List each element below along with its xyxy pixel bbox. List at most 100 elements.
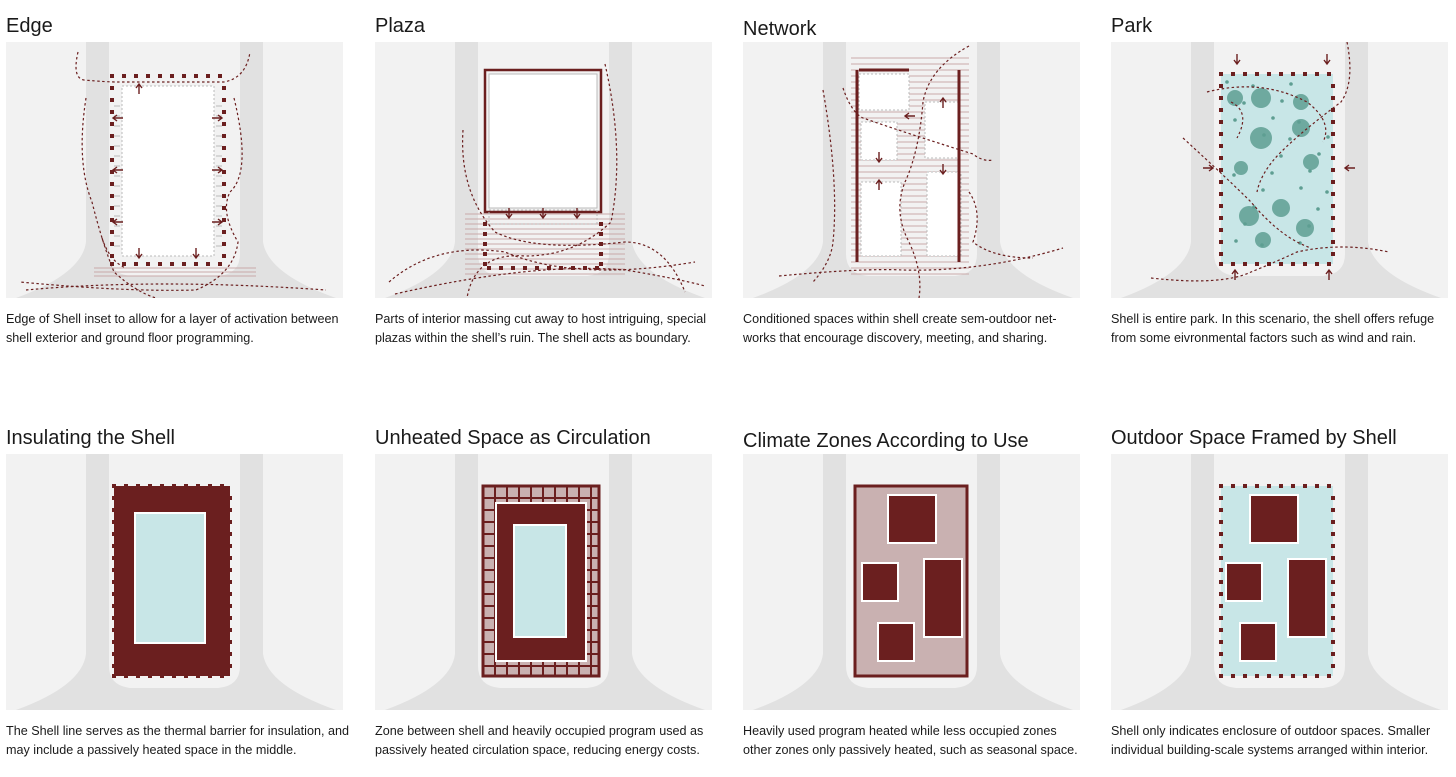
flow-arrow — [573, 208, 581, 220]
shell-column — [1219, 156, 1223, 160]
shell-column — [1291, 72, 1295, 76]
shell-column — [1331, 228, 1335, 232]
shell-column — [1219, 568, 1223, 572]
shell-column — [110, 242, 114, 246]
shell-column — [1267, 674, 1271, 678]
shrub-dot — [1307, 224, 1311, 228]
network-diagram — [753, 42, 1073, 298]
shrub-dot — [1233, 118, 1237, 122]
shell-column — [1219, 674, 1223, 678]
diagram-panel — [375, 454, 712, 710]
shell-column — [1327, 484, 1331, 488]
shrub-dot — [1299, 186, 1303, 190]
shell-column — [483, 222, 487, 226]
flow-arrow — [192, 248, 200, 260]
flow-arrow — [939, 164, 947, 176]
shell-column — [1315, 72, 1319, 76]
shell-column — [483, 262, 487, 266]
shell-column — [170, 74, 174, 78]
circulation-path — [388, 249, 696, 283]
shell-column — [110, 134, 114, 138]
circulation-path — [19, 97, 243, 291]
circulation-path — [101, 237, 127, 269]
shell-column — [1331, 544, 1335, 548]
shell-column — [571, 266, 575, 270]
shell-column — [1219, 592, 1223, 596]
shell-column — [535, 266, 539, 270]
shell-column — [222, 254, 226, 258]
shell-column — [1331, 144, 1335, 148]
edge-diagram — [16, 42, 336, 298]
shell-column — [110, 86, 114, 90]
shell-column — [110, 194, 114, 198]
shell-column — [1219, 520, 1223, 524]
shell-column — [1255, 262, 1259, 266]
shell-column — [1219, 496, 1223, 500]
shell-column — [1331, 640, 1335, 644]
shell-column — [1219, 532, 1223, 536]
shrub-dot — [1270, 171, 1274, 175]
diagram-panel — [743, 42, 1080, 298]
shrub-dot — [1242, 101, 1246, 105]
shell-column — [222, 86, 226, 90]
shell-column — [599, 242, 603, 246]
shell-column — [499, 266, 503, 270]
shell-column — [1219, 252, 1223, 256]
shell-column — [194, 262, 198, 266]
shell-column — [1331, 556, 1335, 560]
arrow-head — [875, 178, 883, 190]
shell-column — [1219, 262, 1223, 266]
shell-column — [1219, 544, 1223, 548]
shell-column — [222, 170, 226, 174]
shell-column — [599, 222, 603, 226]
shell-column — [1267, 484, 1271, 488]
circulation-path — [25, 283, 327, 291]
interior-mass — [121, 85, 215, 257]
shell-column — [483, 252, 487, 256]
shell-wall — [481, 484, 601, 678]
conditioned-room — [924, 101, 960, 159]
flow-arrow — [1343, 164, 1355, 172]
flow-arrow — [135, 248, 143, 260]
shell-column — [110, 158, 114, 162]
shell-column — [194, 74, 198, 78]
shell-column — [1219, 120, 1223, 124]
tree-canopy — [1227, 90, 1243, 106]
shell-column — [110, 230, 114, 234]
shell-column — [1219, 508, 1223, 512]
shell-column — [1219, 96, 1223, 100]
shell-column — [182, 74, 186, 78]
arrow-head — [939, 96, 947, 108]
plaza-diagram — [385, 42, 706, 298]
shell-column — [1279, 262, 1283, 266]
insulating-diagram — [16, 454, 336, 710]
diagram-caption: The Shell line serves as the thermal bar… — [6, 724, 350, 757]
shell-column — [110, 146, 114, 150]
flow-arrow — [939, 96, 947, 108]
circulation-path — [1150, 246, 1390, 282]
tree-canopy — [1251, 88, 1271, 108]
shell-column — [1315, 674, 1319, 678]
shell-column — [1219, 72, 1223, 76]
shell-column — [1219, 132, 1223, 136]
ground-footprint — [1121, 42, 1441, 298]
shell-column — [1219, 216, 1223, 220]
circulation-path — [1206, 86, 1327, 143]
conditioned-room — [858, 73, 910, 111]
shell-column — [599, 232, 603, 236]
flow-arrow — [875, 152, 883, 164]
flow-arrow — [539, 208, 547, 220]
diagram-title: Climate Zones According to Use — [743, 430, 1029, 452]
shell-column — [1331, 508, 1335, 512]
circulation-path — [842, 87, 994, 161]
shell-column — [1331, 108, 1335, 112]
shell-column — [1331, 168, 1335, 172]
ground-footprint — [385, 454, 705, 710]
arrow-head — [212, 114, 224, 122]
arrow-head — [111, 166, 123, 174]
shrub-dot — [1271, 116, 1275, 120]
shrub-dot — [1252, 205, 1256, 209]
shrub-dot — [1262, 133, 1266, 137]
shell-column — [110, 254, 114, 258]
shell-column — [1291, 484, 1295, 488]
